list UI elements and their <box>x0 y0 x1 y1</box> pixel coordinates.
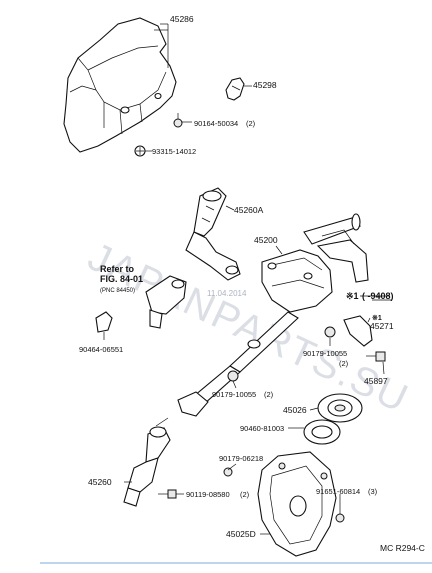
refer-sub: (PNC 84450) <box>100 288 135 294</box>
label-93315: 93315-14012 <box>152 147 196 156</box>
intermediate-shaft-45260a <box>185 187 241 281</box>
nut-90179-c <box>223 467 233 477</box>
label-91651: 91651-60814 <box>316 487 360 496</box>
footer-code: MC R294-C <box>380 543 425 553</box>
label-90164: 90164-50034 <box>194 119 238 128</box>
nut-91651 <box>335 513 345 523</box>
label-45298: 45298 <box>253 80 277 90</box>
seal-90460 <box>303 419 341 445</box>
label-45271: 45271 <box>370 321 394 331</box>
refer-title: Refer to <box>100 264 135 274</box>
note-range: ( -9408) <box>362 291 394 301</box>
note-star-1: ※1 <box>346 291 359 301</box>
label-90119: 90119-08580 <box>186 490 230 499</box>
bracket-45271 <box>343 315 373 347</box>
clip-93315 <box>134 145 146 157</box>
leader-lines <box>103 23 390 535</box>
label-90179-a: 90179-10055 <box>303 349 347 358</box>
label-45897: 45897 <box>364 376 388 386</box>
label-90164-qty: (2) <box>246 119 256 128</box>
label-91651-qty: (3) <box>368 487 378 496</box>
bolt-45897 <box>366 351 386 362</box>
ignition-lock <box>145 275 187 329</box>
label-45286: 45286 <box>170 14 194 24</box>
lower-shaft-45260 <box>123 417 171 507</box>
refer-fig: FIG. 84-01 <box>100 274 143 284</box>
label-45260: 45260 <box>88 477 112 487</box>
label-90179-c: 90179-06218 <box>219 454 263 463</box>
note-star-2: ※1 <box>372 314 382 322</box>
label-90179-b: 90179-10055 <box>212 390 256 399</box>
boot-45026 <box>317 393 363 423</box>
bolt-90119 <box>158 489 177 499</box>
label-90179-a-qty: (2) <box>339 359 349 368</box>
nut-90179-a <box>324 326 336 338</box>
label-45200: 45200 <box>254 235 278 245</box>
label-90460: 90460-81003 <box>240 424 284 433</box>
label-45025d: 45025D <box>226 529 256 539</box>
label-90119-qty: (2) <box>240 490 250 499</box>
label-90179-b-qty: (2) <box>264 390 274 399</box>
label-90464: 90464-06551 <box>79 345 123 354</box>
screw-90164 <box>173 113 183 128</box>
clip-90464 <box>95 311 113 333</box>
label-45026: 45026 <box>283 405 307 415</box>
bracket-45298 <box>225 77 245 101</box>
cover-plate-45025d <box>257 451 337 557</box>
column-cover-45286 <box>63 17 177 153</box>
watermark-date: 11.04.2014 <box>207 289 247 298</box>
steering-column-45200 <box>177 213 369 417</box>
label-45260a: 45260A <box>234 205 264 215</box>
nut-90179-b <box>227 370 239 382</box>
